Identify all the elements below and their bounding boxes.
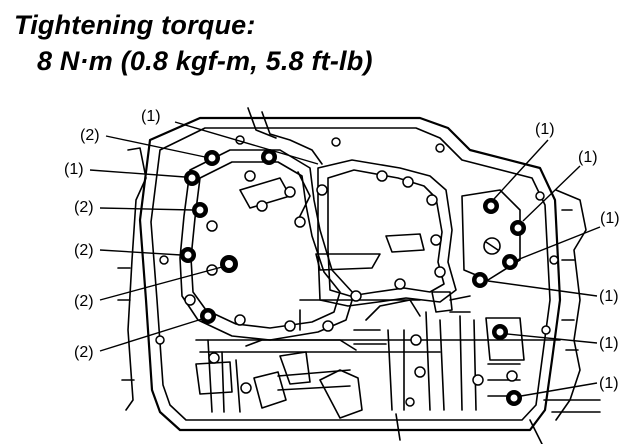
leader-lines xyxy=(89,121,601,397)
callout-label: (2) xyxy=(74,242,94,259)
callout-label: (2) xyxy=(74,344,94,361)
bolt-head xyxy=(200,308,216,324)
callout-label: (2) xyxy=(80,127,100,144)
callout-label: (1) xyxy=(599,335,619,352)
bolt-head xyxy=(204,150,220,166)
bolt-head xyxy=(483,198,499,214)
torque-heading: Tightening torque: xyxy=(14,10,256,40)
callout-label: (1) xyxy=(599,375,619,392)
callout-label: (2) xyxy=(74,293,94,310)
callout-label: (1) xyxy=(578,149,598,166)
bolt-head xyxy=(506,390,522,406)
callout-label: (1) xyxy=(535,121,555,138)
bolt-head xyxy=(184,170,200,186)
callout-labels: (1) (2) (1) (2) (2) (2) (2) (1) (1) (1) … xyxy=(64,108,620,392)
bolt-head xyxy=(192,202,208,218)
bolt-head xyxy=(502,254,518,270)
bolt-head xyxy=(261,149,277,165)
callout-label: (1) xyxy=(600,210,620,227)
callout-label: (2) xyxy=(74,199,94,216)
bolt-head xyxy=(220,255,238,273)
callout-label: (1) xyxy=(599,288,619,305)
bolt-head xyxy=(510,220,526,236)
torque-value: 8 N·m (0.8 kgf-m, 5.8 ft-lb) xyxy=(37,46,373,76)
callout-label: (1) xyxy=(64,161,84,178)
callout-label: (1) xyxy=(141,108,161,125)
gasket-holes xyxy=(155,135,559,407)
bolt-head xyxy=(492,324,508,340)
bolt-head xyxy=(472,272,488,288)
bolt-heads xyxy=(180,149,526,406)
valve-body-drawing xyxy=(117,107,601,444)
bolt-head xyxy=(180,247,196,263)
